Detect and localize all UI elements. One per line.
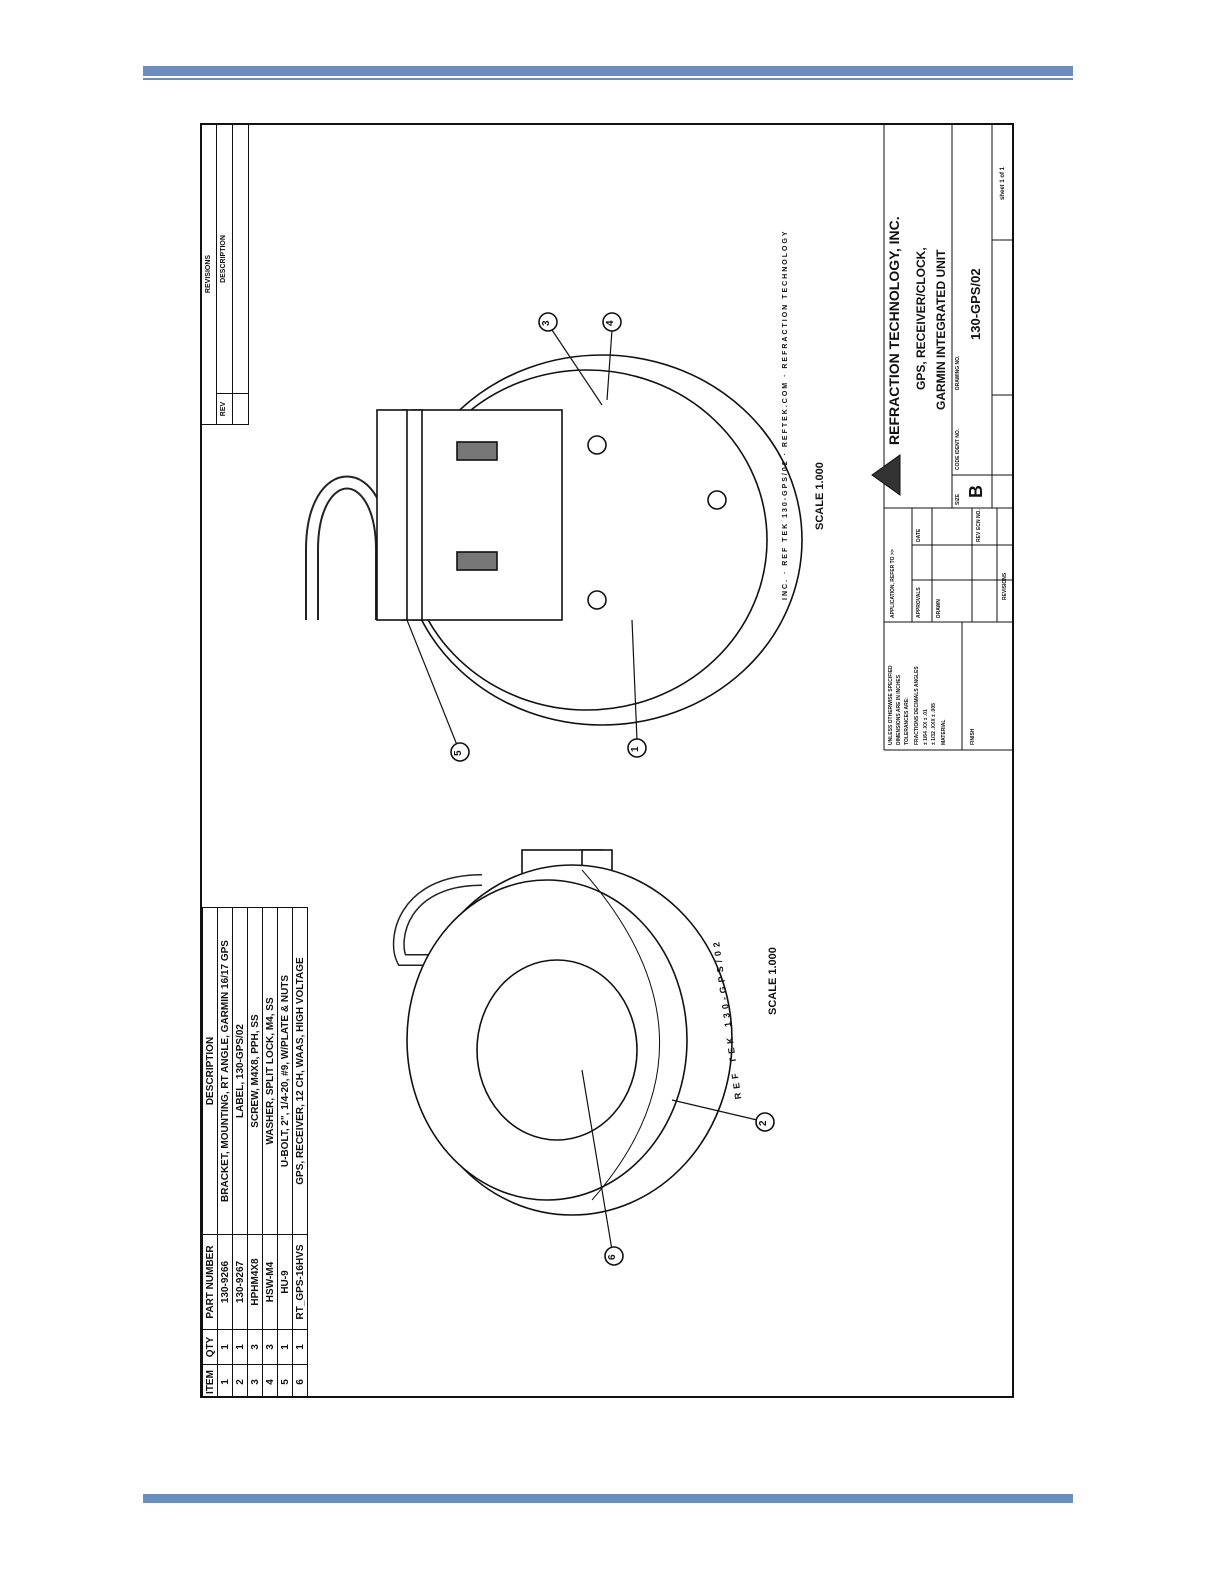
title-block-lines (871, 125, 1012, 751)
drawing-no-label: DRAWING NO. (955, 355, 961, 390)
right-scale-label: SCALE 1.000 (814, 462, 826, 530)
balloon-6-label: 6 (607, 1254, 618, 1260)
screw (707, 490, 727, 510)
date-label: DATE (916, 528, 922, 542)
header-bar (143, 66, 1073, 76)
balloon-4 (602, 312, 622, 332)
balloon-3 (538, 312, 558, 332)
revisions-vertical-label: REVISIONS (1002, 572, 1008, 600)
balloon-2 (755, 1112, 775, 1132)
tolerance-line: TOLERANCES ARE: (904, 697, 910, 745)
tolerance-line: ± 1/32 .XXX ± .005 (931, 703, 937, 745)
balloon-1-label: 1 (630, 746, 641, 752)
material-label: MATERIAL (941, 719, 947, 745)
header-rule (143, 78, 1073, 80)
right-view (305, 312, 803, 762)
balloon-4-leader (606, 329, 613, 401)
dome-inner (476, 959, 638, 1141)
assembly-drawing (305, 125, 1012, 1266)
balloon-2-label: 2 (758, 1120, 769, 1126)
tolerance-line: DIMENSIONS ARE IN INCHES (896, 674, 902, 745)
balloon-1-leader (631, 619, 638, 741)
title-line-1: GPS, RECEIVER/CLOCK, (914, 247, 928, 390)
left-view (392, 849, 775, 1266)
drawing-no-value: 130-GPS/02 (968, 268, 983, 340)
logo-icon (871, 454, 901, 496)
balloon-2-leader (671, 1099, 758, 1121)
title-line-2: GARMIN INTEGRATED UNIT (934, 249, 948, 410)
balloon-3-leader (551, 329, 603, 406)
left-scale-label: SCALE 1.000 (767, 947, 779, 1015)
code-ident-label: CODE IDENT NO. (955, 428, 961, 470)
finish-label: FINISH (970, 728, 976, 745)
balloon-1 (627, 738, 647, 758)
balloon-6-leader (581, 1069, 613, 1251)
balloon-6 (604, 1246, 624, 1266)
ecn-label: ECN NO. (976, 509, 982, 530)
band-lettering: INC. · REF TEK 130-GPS/02 · REFTEK.COM ·… (782, 229, 789, 600)
size-label: SIZE (955, 493, 961, 505)
balloon-4-label: 4 (605, 320, 616, 326)
application-label: APPLICATION, REFER TO >> (890, 549, 896, 618)
size-value: B (966, 485, 986, 498)
sheet-label: sheet 1 of 1 (1000, 166, 1006, 200)
balloon-3-label: 3 (541, 320, 552, 326)
tolerance-line: ± 1/64 .XX ± .01 (923, 709, 929, 745)
balloon-5 (450, 742, 470, 762)
screw (587, 435, 607, 455)
balloon-5-leader (406, 619, 458, 746)
company-name: REFRACTION TECHNOLOGY, INC. (886, 216, 902, 445)
balloon-5-label: 5 (453, 750, 464, 756)
drawn-label: DRAWN (936, 599, 942, 618)
tolerance-line: FRACTIONS DECIMALS ANGLES (914, 666, 920, 745)
tolerance-line: UNLESS OTHERWISE SPECIFIED (888, 665, 894, 745)
footer-bar (143, 1494, 1073, 1503)
rev-label: REV (976, 531, 982, 542)
screw (587, 590, 607, 610)
approvals-label: APPROVALS (916, 587, 922, 618)
